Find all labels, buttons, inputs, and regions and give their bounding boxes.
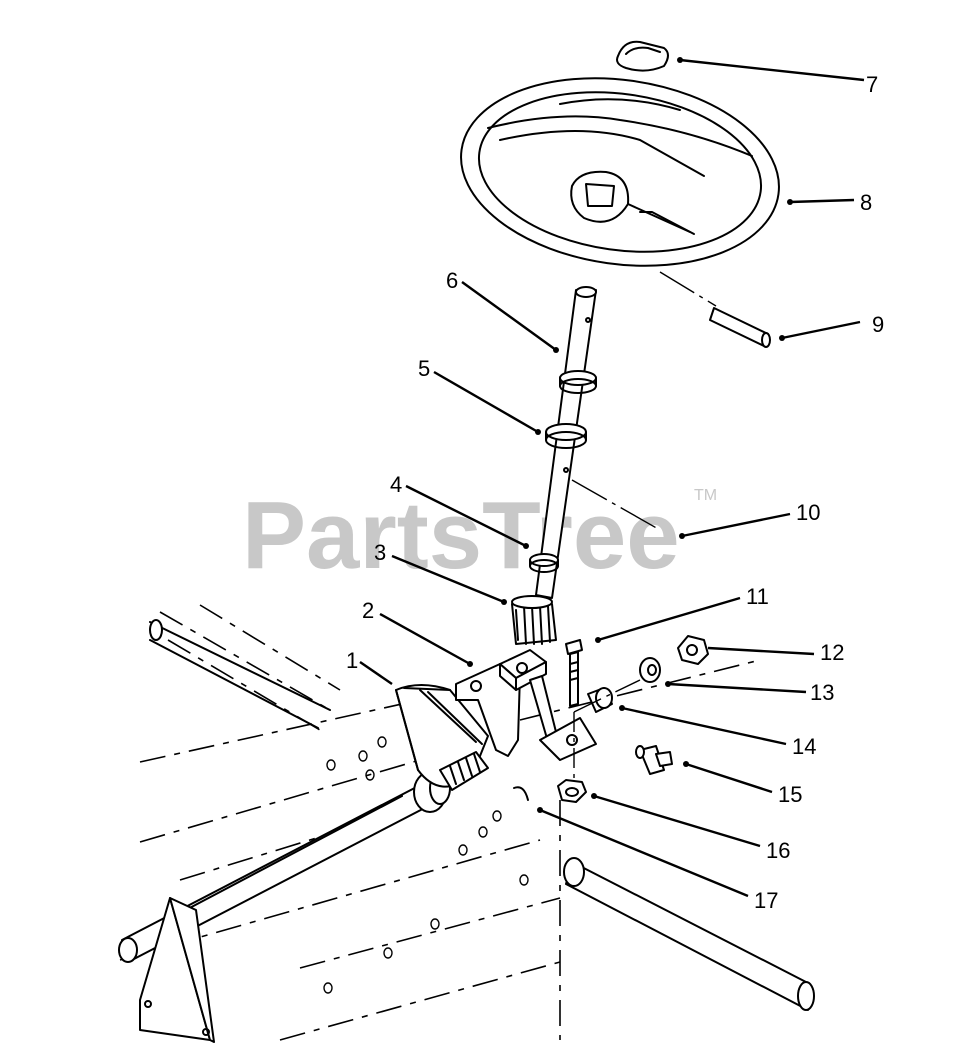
callout-4: 4	[390, 472, 402, 497]
callout-11: 11	[746, 584, 769, 609]
grease-fitting	[635, 745, 673, 775]
callout-17: 17	[754, 888, 778, 913]
callout-leaders	[359, 57, 865, 898]
cotter-pin	[513, 786, 529, 801]
callout-numbers: 1 2 3 4 5 6 7 8 9 10 11 12 13 14 15 16 1…	[346, 72, 884, 913]
frame-phantom	[119, 604, 761, 1041]
flat-washer	[639, 657, 661, 683]
lock-nut	[557, 779, 587, 803]
watermark-tm: TM	[694, 487, 717, 504]
callout-12: 12	[820, 640, 844, 665]
callout-14: 14	[792, 734, 816, 759]
pinion-gear	[511, 595, 557, 645]
callout-10: 10	[796, 500, 820, 525]
assembly-phantom-lines	[571, 271, 717, 782]
callout-16: 16	[766, 838, 790, 863]
front-axle-tube	[563, 857, 815, 1011]
spindle-bracket	[139, 897, 215, 1043]
emblem-cap	[616, 40, 669, 72]
callout-7: 7	[866, 72, 878, 97]
roll-pin	[709, 307, 771, 348]
steering-wheel	[460, 77, 780, 267]
sector-gear	[395, 684, 489, 791]
callout-5: 5	[418, 356, 430, 381]
callout-13: 13	[810, 680, 834, 705]
callout-9: 9	[872, 312, 884, 337]
callout-6: 6	[446, 268, 458, 293]
spacer	[587, 687, 613, 713]
hex-nut-12	[677, 635, 709, 665]
callout-15: 15	[778, 782, 802, 807]
carriage-bolt	[565, 639, 583, 707]
axle-stub-left	[149, 619, 331, 729]
watermark-text: PartsTree	[242, 482, 680, 589]
steering-shaft	[529, 286, 597, 599]
callout-1: 1	[346, 648, 358, 673]
steering-bracket	[455, 649, 597, 761]
callout-3: 3	[374, 540, 386, 565]
callout-2: 2	[362, 598, 374, 623]
watermark: PartsTree TM	[242, 482, 717, 589]
callout-8: 8	[860, 190, 872, 215]
